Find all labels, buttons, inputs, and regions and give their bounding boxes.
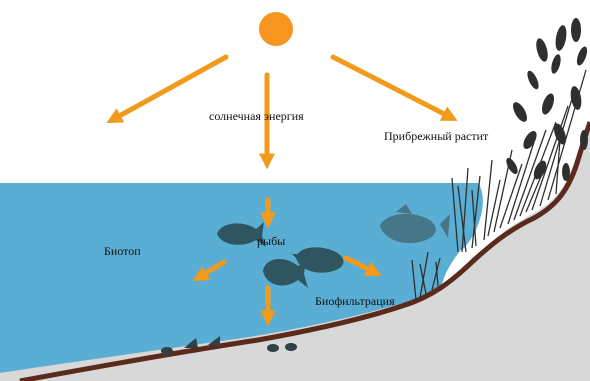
fish-label: рыбы xyxy=(257,235,285,247)
arrow-right xyxy=(333,57,452,118)
biofiltration-label: Биофильтрация xyxy=(315,295,395,307)
coastal-plants-label: Прибрежный растит xyxy=(384,130,488,142)
solar-energy-label: солнечная энергия xyxy=(209,110,304,122)
biotope-label: Биотоп xyxy=(104,245,141,257)
sun-icon xyxy=(259,12,293,46)
